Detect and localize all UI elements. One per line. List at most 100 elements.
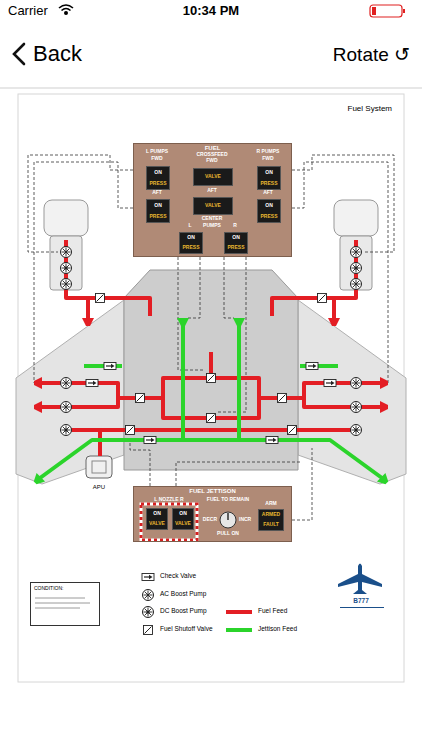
shutoff-valve [318,294,327,303]
switch-button: ON PRESS [224,232,248,254]
jettison-nozzle [380,401,388,413]
shutoff-valve [207,414,216,423]
switch-button: VALVE [193,168,233,186]
diagram-title: Fuel System [348,105,392,113]
node-text: PRESS [228,245,245,250]
node-text: ARM [265,501,276,506]
node-text: ON [153,511,161,516]
shutoff-valve [126,426,135,435]
panel-label: L PUMPS [146,149,168,154]
panel-label: FWD [206,158,217,163]
clock: 10:34 PM [183,4,239,17]
panel-label: CROSSFEED [196,152,227,157]
legend-swatch [226,628,252,632]
panel-label: AFT [263,190,273,195]
check-valve [324,380,336,387]
panel-label: AFT [207,188,217,193]
back-button: Back [33,43,82,65]
condition-box: CONDITION: [30,582,100,626]
node-text: ON [179,511,187,516]
node-text: CONDITION: [34,586,96,591]
switch-button: ARMARMEDFAULT [258,509,284,531]
ac-boost-pump [351,279,362,290]
shutoff-valve [207,374,216,383]
legend-swatch [226,610,252,614]
node-text: ON [232,235,240,240]
node-text: PRESS [261,181,278,186]
ac-boost-pump [61,378,72,389]
fuel-to-remain-knob [220,512,236,528]
jettison-nozzle [377,473,391,487]
check-valve [142,574,154,581]
condition-notes [35,598,90,608]
panel-label: AFT [152,190,162,195]
node-text: VALVE [149,521,165,526]
ac-boost-pump [143,590,154,601]
panel-label: PUMPS [203,223,221,228]
fuel-feed-lines [42,240,380,456]
jettison-nozzle [82,318,94,326]
panel-label: DECR [203,517,217,522]
switch-button: ON PRESS [257,199,281,223]
ac-boost-pump [61,402,72,413]
panel-label: L [188,223,191,228]
dc-boost-pump [143,607,154,618]
check-valve [306,363,318,370]
check-valve [266,437,278,444]
carrier-name: Carrier [8,4,48,17]
jettison-nozzle [380,377,388,389]
ac-boost-pump [351,378,362,389]
b777-logo [338,564,384,609]
control-wiring [28,155,394,520]
shutoff-valve [96,294,105,303]
panel-label: R PUMPS [257,149,280,154]
legend-text: Jettison Feed [258,626,297,633]
jettison-feed-lines [40,326,382,478]
node-text: PRESS [261,214,278,219]
switch-button: VALVE [193,197,233,215]
node-text: FAULT [263,522,279,527]
dc-boost-pump [61,425,72,436]
switch-button: ONPRESS [146,166,170,190]
system-symbols [31,247,391,635]
node-text: ON [154,170,162,175]
part-name: APU [93,484,105,490]
node-text: ON [265,170,273,175]
shutoff-valve [136,394,145,403]
node-text: VALVE [205,174,221,179]
jettison-nozzle [328,318,340,326]
ac-boost-pump [351,402,362,413]
rotate-button: Rotate ↺ [333,45,410,64]
jettison-nozzle [177,318,189,326]
check-valve [144,437,156,444]
dc-boost-pump [351,425,362,436]
switch-button: ON PRESS [257,166,281,190]
node-text: ON [187,235,195,240]
apu [86,456,112,478]
shutoff-valve [288,426,297,435]
panel-label: R [233,223,237,228]
dc-boost-pump [61,263,72,274]
switch-button: ONPRESS [179,232,203,254]
jettison-nozzle [31,473,45,487]
node-text: ARMED [262,512,280,517]
check-valve [86,380,98,387]
jettison-nozzle [34,377,42,389]
dc-boost-pump [351,263,362,274]
shutoff-valve [144,626,153,635]
legend-text: Fuel Shutoff Valve [160,626,213,633]
node-text: ON [265,203,273,208]
ac-boost-pump [61,247,72,258]
wifi-icon [59,5,73,14]
shutoff-valve [278,394,287,403]
switch-button: ONPRESS [146,199,170,223]
switch-button: ON VALVE [172,508,194,530]
legend-text: AC Boost Pump [160,591,206,598]
legend-text: DC Boost Pump [160,608,207,615]
nav-separator [0,88,422,89]
battery-icon [370,5,405,17]
legend-text: Check Valve [160,573,196,580]
node-text: VALVE [205,203,221,208]
panel-label: FUEL TO REMAIN [207,497,249,502]
node-text: VALVE [175,521,191,526]
